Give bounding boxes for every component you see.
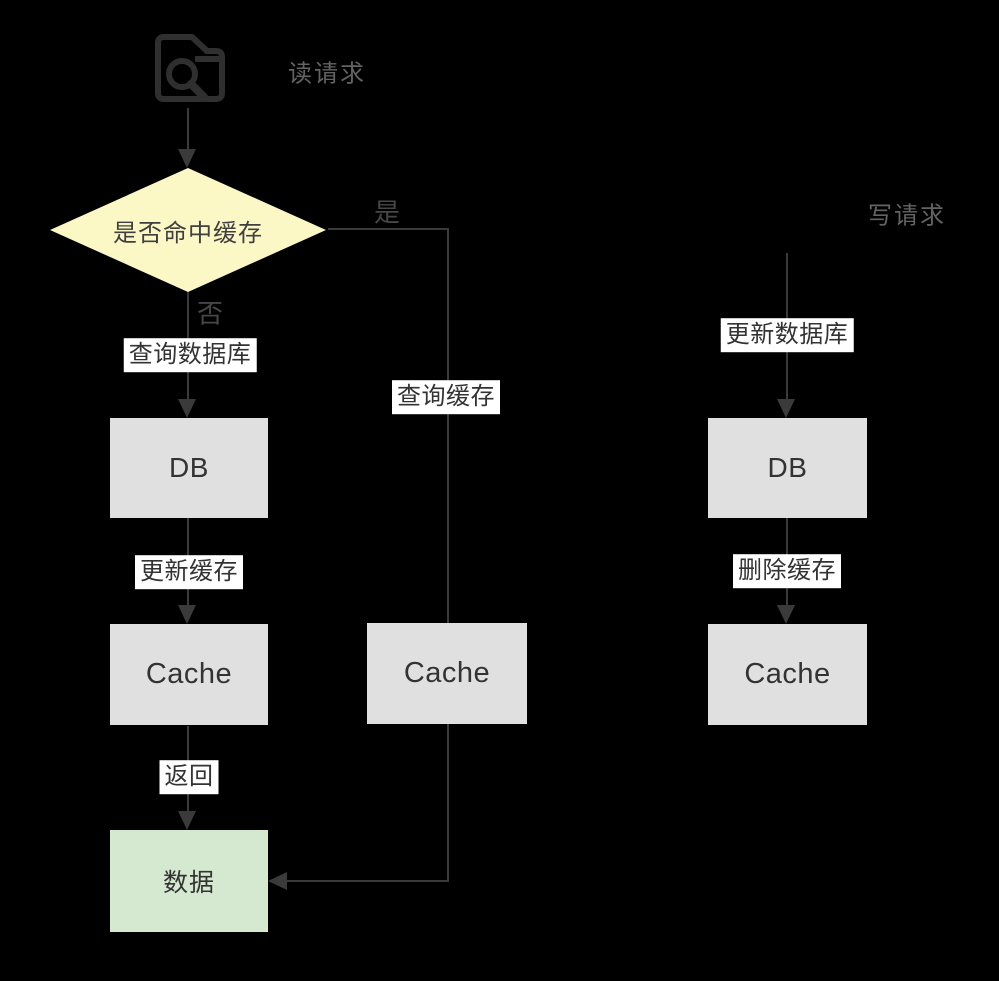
read-request-title: 读请求 bbox=[288, 60, 366, 88]
node-db-write: DB bbox=[708, 418, 867, 518]
arrowhead-down-icon bbox=[178, 149, 196, 168]
arrowhead-left-icon bbox=[268, 872, 287, 890]
node-cache-read-label: Cache bbox=[145, 658, 233, 690]
write-request-title: 写请求 bbox=[868, 202, 946, 230]
edge-yes-branch-vertical bbox=[447, 228, 449, 882]
branch-yes-label: 是 bbox=[373, 197, 401, 228]
edge-label-delete-cache: 删除缓存 bbox=[733, 554, 841, 588]
edge-label-update-db: 更新数据库 bbox=[720, 318, 854, 352]
edge-yes-branch-horizontal bbox=[328, 228, 449, 230]
arrowhead-down-icon bbox=[178, 399, 196, 418]
node-db-read: DB bbox=[110, 418, 268, 518]
edge-label-update-cache: 更新缓存 bbox=[135, 555, 243, 589]
edge-label-return: 返回 bbox=[159, 760, 219, 794]
node-cache-hit-label: Cache bbox=[403, 657, 491, 689]
node-cache-read: Cache bbox=[110, 624, 268, 725]
branch-no-label: 否 bbox=[196, 298, 224, 329]
arrowhead-down-icon bbox=[777, 399, 795, 418]
edge-label-query-cache: 查询缓存 bbox=[392, 380, 500, 414]
node-cache-hit: Cache bbox=[367, 623, 527, 724]
edge-label-query-db: 查询数据库 bbox=[123, 338, 257, 372]
node-db-write-label: DB bbox=[767, 452, 808, 483]
arrowhead-down-icon bbox=[178, 605, 196, 624]
node-db-read-label: DB bbox=[169, 452, 209, 483]
arrowhead-down-icon bbox=[178, 811, 196, 830]
decision-cache-hit: 是否命中缓存 bbox=[50, 168, 326, 292]
node-data: 数据 bbox=[110, 830, 268, 932]
file-search-icon bbox=[150, 32, 230, 106]
decision-label: 是否命中缓存 bbox=[113, 219, 263, 247]
node-data-label: 数据 bbox=[162, 869, 215, 897]
arrowhead-down-icon bbox=[777, 605, 795, 624]
edge-hit-to-data bbox=[287, 880, 448, 882]
edge-source-to-decision bbox=[187, 108, 189, 153]
node-cache-write: Cache bbox=[708, 624, 867, 725]
node-cache-write-label: Cache bbox=[744, 658, 831, 690]
